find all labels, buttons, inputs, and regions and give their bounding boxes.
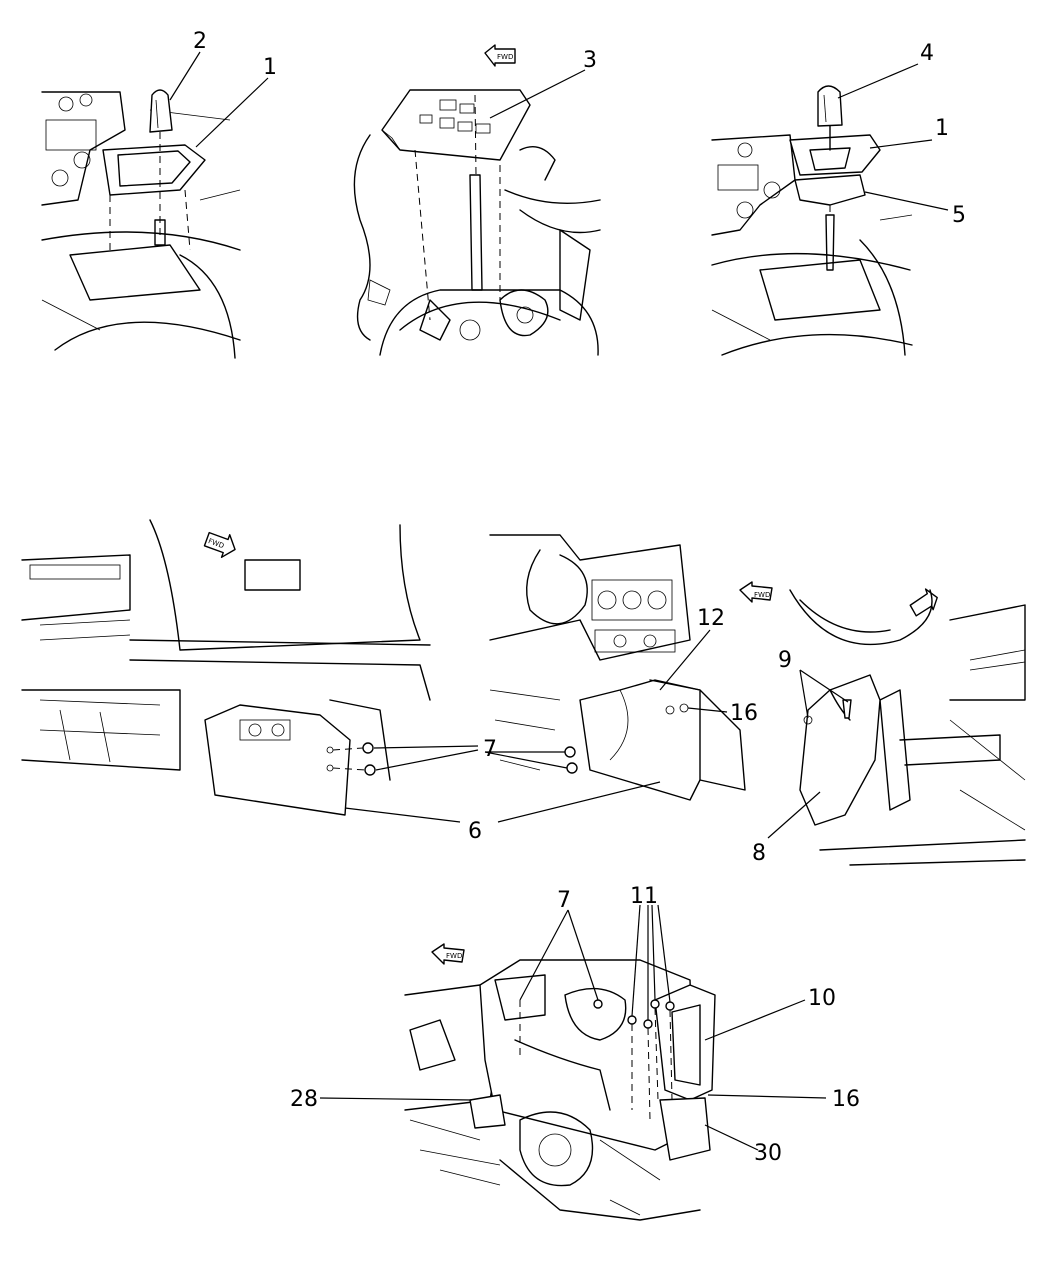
callout-7: 7 <box>483 737 497 762</box>
boot-5 <box>794 174 866 206</box>
fastener-7e <box>593 999 603 1009</box>
callout-11: 11 <box>630 884 658 909</box>
callout-1: 1 <box>263 55 277 80</box>
fastener-7b <box>364 764 376 776</box>
side-panel-6 <box>204 704 351 816</box>
fastener-7a <box>362 742 374 754</box>
view-left-side-panel: FWD 7 6 <box>21 519 497 844</box>
console-base-30 <box>659 1097 711 1161</box>
screw-11d <box>665 1001 675 1011</box>
side-panel-12 <box>579 679 701 801</box>
callout-7-view7: 7 <box>557 888 571 913</box>
view-shifter-assembly: FWD 3 <box>353 44 601 356</box>
forward-arrow-icon-3: FWD <box>739 581 773 603</box>
callout-16: 16 <box>730 701 758 726</box>
svg-text:FWD: FWD <box>497 53 513 61</box>
callout-28: 28 <box>290 1087 318 1112</box>
bracket-28 <box>469 1094 506 1129</box>
shift-knob-2 <box>149 89 173 133</box>
forward-arrow-icon: FWD <box>484 44 516 67</box>
callout-8: 8 <box>752 841 766 866</box>
bezel-1-view3 <box>789 134 881 176</box>
shift-knob-4 <box>817 85 843 127</box>
screw-11c <box>650 999 660 1009</box>
callout-1-view3: 1 <box>935 116 949 141</box>
view-shift-knob-bezel: 2 1 <box>41 29 277 359</box>
trim-panel-8 <box>799 674 881 826</box>
callout-6: 6 <box>468 819 482 844</box>
svg-text:FWD: FWD <box>754 591 770 599</box>
callout-5: 5 <box>952 203 966 228</box>
callout-10: 10 <box>808 986 836 1011</box>
view-knob-boot: 4 1 5 <box>711 41 966 356</box>
callout-30: 30 <box>754 1141 782 1166</box>
callout-3: 3 <box>583 48 597 73</box>
view-1-frame <box>42 88 242 358</box>
forward-arrow-icon-2: FWD <box>203 531 236 559</box>
screw-9 <box>842 699 852 719</box>
fastener-7c <box>564 746 576 758</box>
screw-11b <box>643 1019 653 1029</box>
callout-4: 4 <box>920 41 934 66</box>
callout-12: 12 <box>697 606 725 631</box>
screw-11a <box>627 1015 637 1025</box>
bezel-1 <box>102 144 206 196</box>
forward-arrow-icon-5: FWD <box>431 943 465 965</box>
view-lower-trim-panel: FWD 9 8 <box>739 581 1026 866</box>
callout-16-view7: 16 <box>832 1087 860 1112</box>
fastener-7d <box>566 762 578 774</box>
view-right-side-panel: 12 16 <box>484 534 758 823</box>
callout-2: 2 <box>193 29 207 54</box>
svg-text:FWD: FWD <box>446 952 462 960</box>
view-console-assembly: FWD <box>290 884 860 1221</box>
callout-9: 9 <box>778 648 792 673</box>
forward-arrow-icon-4 <box>909 588 938 617</box>
